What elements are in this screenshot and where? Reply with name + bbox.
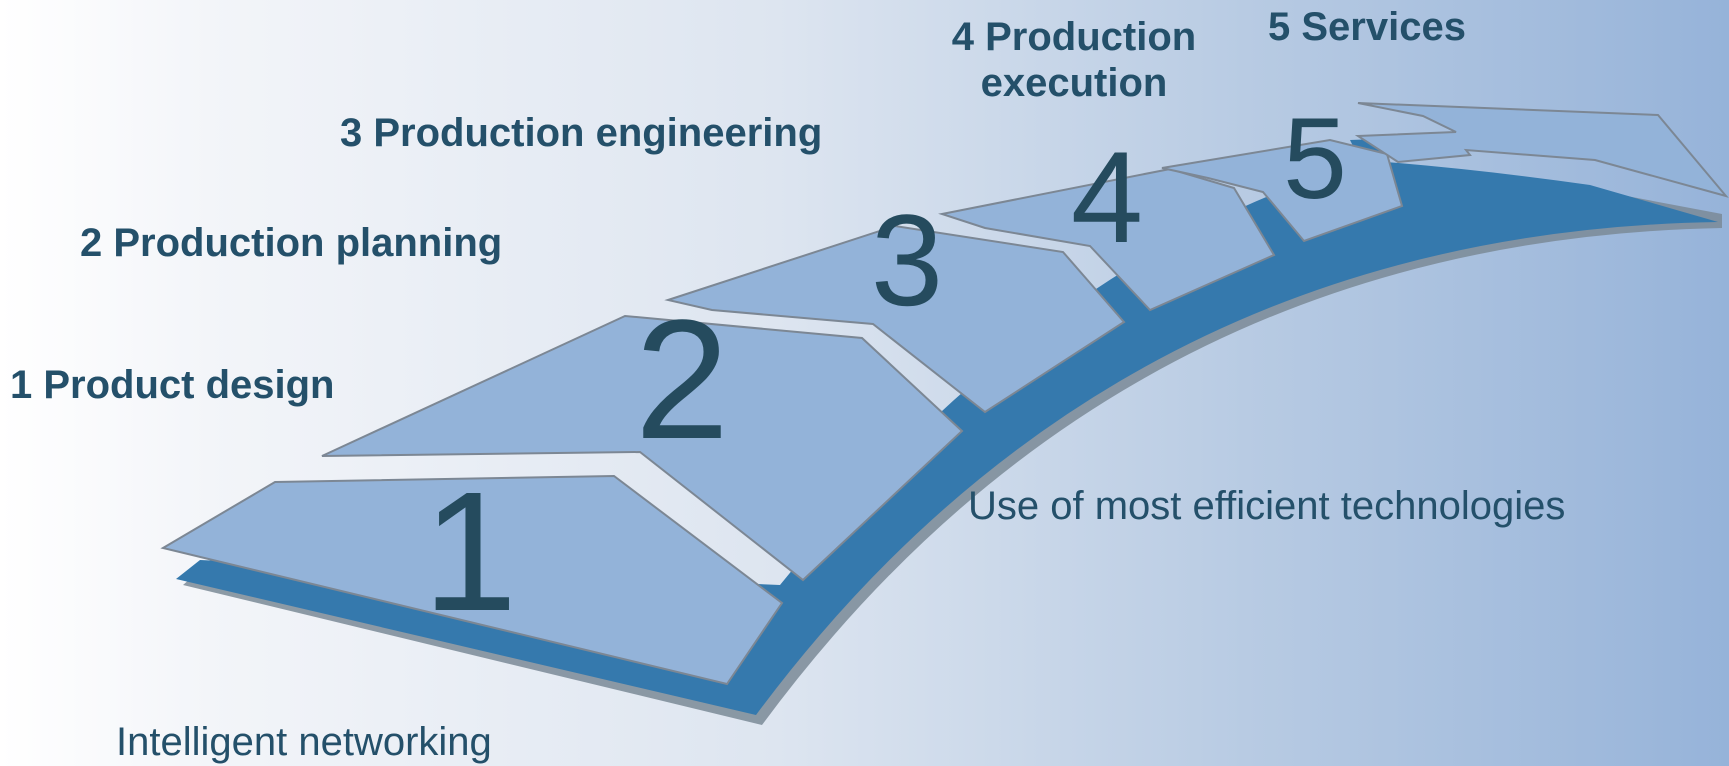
arrow-head-panel	[1354, 102, 1729, 198]
stage-5-number: 5	[1283, 95, 1347, 223]
stage-4-number: 4	[1071, 124, 1143, 270]
stage-3-panel	[664, 224, 1126, 414]
stage-2-panel	[321, 314, 964, 582]
stage-5-label: 5 Services	[1268, 5, 1466, 49]
stage-1-panel	[160, 474, 784, 686]
stage-4-label: 4 Production execution	[951, 15, 1197, 105]
stage-5-panel	[1161, 138, 1404, 243]
stage-2-number: 2	[635, 285, 730, 475]
stage-1-number: 1	[423, 457, 518, 647]
stage-3-number: 3	[871, 187, 943, 333]
stage-3-label: 3 Production engineering	[340, 111, 823, 155]
networking-label: Intelligent networking	[116, 720, 492, 764]
technologies-label: Use of most efficient technologies	[968, 484, 1566, 528]
stage-1-label: 1 Product design	[10, 363, 335, 407]
stage-2-label: 2 Production planning	[80, 221, 503, 265]
